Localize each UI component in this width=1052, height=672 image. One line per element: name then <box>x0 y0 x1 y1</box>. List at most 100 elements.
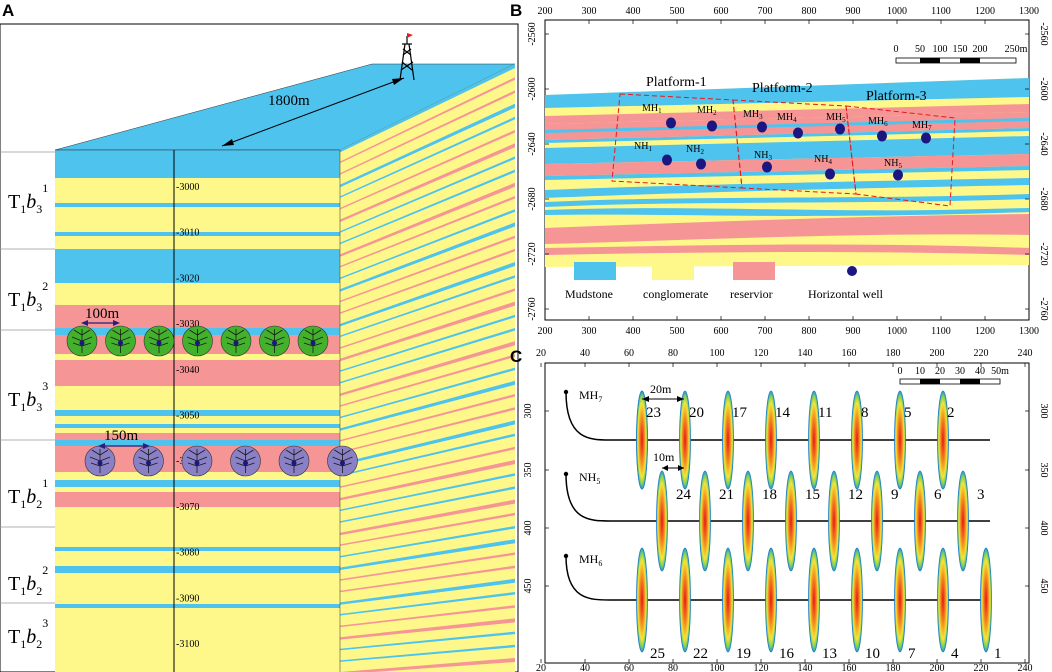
well-label: MH4 <box>777 112 797 124</box>
x-tick-label: 800 <box>802 326 817 337</box>
y-tick-label: 350 <box>523 463 534 478</box>
side-stripe <box>340 222 515 292</box>
side-stripe <box>340 90 515 175</box>
panel-b-left-axis: -2560-2600-2640-2680-2720-2760 <box>527 22 549 321</box>
zone-dividers <box>0 151 55 604</box>
fracture-ellipse <box>894 390 906 490</box>
horizontal-well-marker <box>762 161 772 173</box>
fracture-number: 22 <box>693 646 708 662</box>
zone-label: T1b21 <box>8 476 48 511</box>
horizontal-well-marker <box>835 123 845 135</box>
side-stripe <box>340 301 515 362</box>
well-label: NH1 <box>634 141 652 153</box>
y-tick-label: -2760 <box>1038 297 1049 320</box>
side-stripe <box>340 420 515 466</box>
spacing-label-20m: 20m <box>650 382 672 396</box>
y-tick-label: 400 <box>523 521 534 536</box>
well-path <box>565 555 990 601</box>
fracture-ellipse <box>699 470 711 572</box>
fracture-ellipse <box>636 547 648 653</box>
x-tick-label: 60 <box>624 348 634 359</box>
zone-label: T1b23 <box>8 616 48 651</box>
well-label: MH2 <box>697 105 717 117</box>
cross-section <box>545 78 1029 267</box>
front-band <box>55 433 340 440</box>
spacing-label-green: 100m <box>85 306 120 322</box>
green-well-icon <box>297 325 329 357</box>
fracture-number: 20 <box>689 405 704 421</box>
x-tick-label: 200 <box>538 6 553 17</box>
front-band <box>55 410 340 416</box>
front-band <box>55 360 340 386</box>
x-tick-label: 1100 <box>931 326 951 337</box>
side-stripe <box>340 592 515 616</box>
spacing-label-10m: 10m <box>653 450 675 464</box>
depth-label: -3090 <box>176 593 199 604</box>
fracture-ellipse <box>851 390 863 490</box>
x-tick-label: 20 <box>536 348 546 359</box>
y-tick-label: -2720 <box>1038 242 1049 265</box>
side-stripe <box>340 552 515 581</box>
fracture-number: 14 <box>775 405 791 421</box>
y-tick-label: -2560 <box>527 22 538 45</box>
side-stripe <box>340 143 515 222</box>
depth-label: -3010 <box>176 228 199 239</box>
side-stripe <box>340 103 515 188</box>
purple-well-icon <box>84 445 116 477</box>
front-band <box>55 150 340 178</box>
front-band <box>55 547 340 551</box>
x-tick-label: 180 <box>886 348 901 359</box>
purple-wells <box>84 445 358 477</box>
x-tick-label: 120 <box>754 348 769 359</box>
x-tick-label: 800 <box>802 6 817 17</box>
x-tick-label: 400 <box>626 326 641 337</box>
platform-label: Platform-1 <box>646 75 707 90</box>
front-band <box>55 566 340 573</box>
distance-label: 1800m <box>268 93 310 109</box>
panel-c-scale-bar <box>899 378 1001 385</box>
panel-b-legend: Mudstone conglomerate reservior Horizont… <box>565 262 884 301</box>
well-start-dot <box>563 471 569 477</box>
fracture-ellipse <box>722 547 734 653</box>
scale-label: 50 <box>915 44 925 55</box>
fracture-ellipse <box>785 470 797 572</box>
well-label: NH5 <box>579 470 600 486</box>
green-well-icon <box>259 325 290 357</box>
well-label: NH4 <box>814 154 832 166</box>
side-stripe <box>340 578 515 605</box>
y-tick-label: 400 <box>1038 521 1049 536</box>
depth-label: -3000 <box>176 182 199 193</box>
x-tick-label: 500 <box>670 326 685 337</box>
front-band <box>55 424 340 428</box>
fracture-number: 12 <box>848 487 863 503</box>
green-well-icon <box>182 325 213 357</box>
side-stripe <box>340 499 515 536</box>
x-tick-label: 1300 <box>1019 326 1039 337</box>
well-label: MH3 <box>743 109 763 121</box>
purple-well-icon <box>278 445 310 477</box>
purple-well-icon <box>133 445 164 477</box>
side-stripe <box>340 314 515 372</box>
side-stripe <box>340 367 515 419</box>
x-tick-label: 500 <box>670 6 685 17</box>
fracture-ellipse <box>957 470 969 572</box>
scale-label: 40 <box>975 366 985 377</box>
legend-reservoir: reservior <box>730 287 773 301</box>
scale-label: 30 <box>955 366 965 377</box>
x-tick-label: 600 <box>714 6 729 17</box>
scale-label: 150 <box>953 44 968 55</box>
y-tick-label: 450 <box>1038 579 1049 594</box>
well-label: MH6 <box>868 116 888 128</box>
fracture-ellipse <box>808 390 820 490</box>
